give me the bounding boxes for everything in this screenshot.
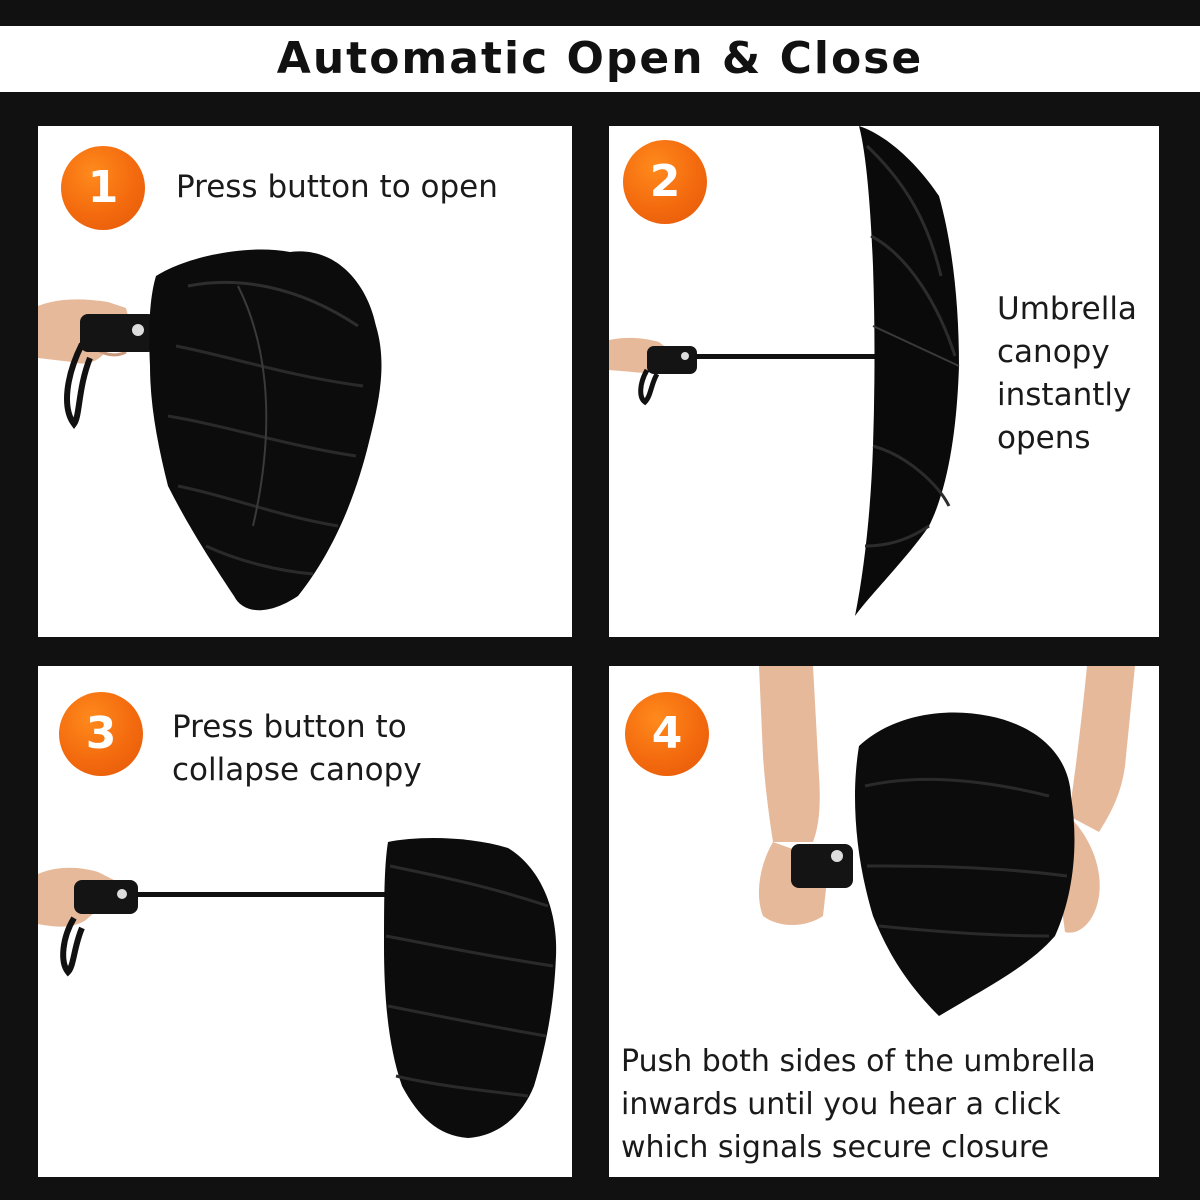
- closed-umbrella-in-hand-image: [38, 249, 382, 611]
- step-caption: Press button to collapse canopy: [172, 706, 552, 792]
- step-number-badge: 4: [625, 692, 709, 776]
- open-umbrella-in-hand-image: [609, 126, 960, 616]
- title-bar: Automatic Open & Close: [0, 26, 1200, 92]
- step-caption: Push both sides of the umbrella inwards …: [621, 1040, 1151, 1169]
- caption-line: collapse canopy: [172, 752, 422, 788]
- caption-line: Umbrella: [997, 291, 1137, 327]
- step-number-badge: 3: [59, 692, 143, 776]
- caption-line: which signals secure closure: [621, 1130, 1050, 1165]
- step-panel-1: 1 Press button to open: [38, 126, 572, 637]
- closing-umbrella-with-hands-image: [758, 666, 1135, 1016]
- step-caption: Press button to open: [176, 166, 498, 209]
- page-title: Automatic Open & Close: [276, 33, 924, 84]
- collapsing-umbrella-in-hand-image: [38, 838, 557, 1138]
- caption-line: opens: [997, 420, 1091, 456]
- caption-line: instantly: [997, 377, 1132, 413]
- caption-line: inwards until you hear a click: [621, 1087, 1061, 1122]
- caption-line: Press button to: [172, 709, 407, 745]
- step-number-badge: 2: [623, 140, 707, 224]
- step-panel-2: 2 Umbrella canopy instantly opens: [609, 126, 1159, 637]
- caption-line: Press button to open: [176, 169, 498, 205]
- caption-line: Push both sides of the umbrella: [621, 1044, 1096, 1079]
- caption-line: canopy: [997, 334, 1110, 370]
- step-caption: Umbrella canopy instantly opens: [997, 288, 1157, 460]
- step-panel-3: 3 Press button to collapse canopy: [38, 666, 572, 1177]
- step-number-badge: 1: [61, 146, 145, 230]
- step-panel-4: 4 Push both sides of the umbrella inward…: [609, 666, 1159, 1177]
